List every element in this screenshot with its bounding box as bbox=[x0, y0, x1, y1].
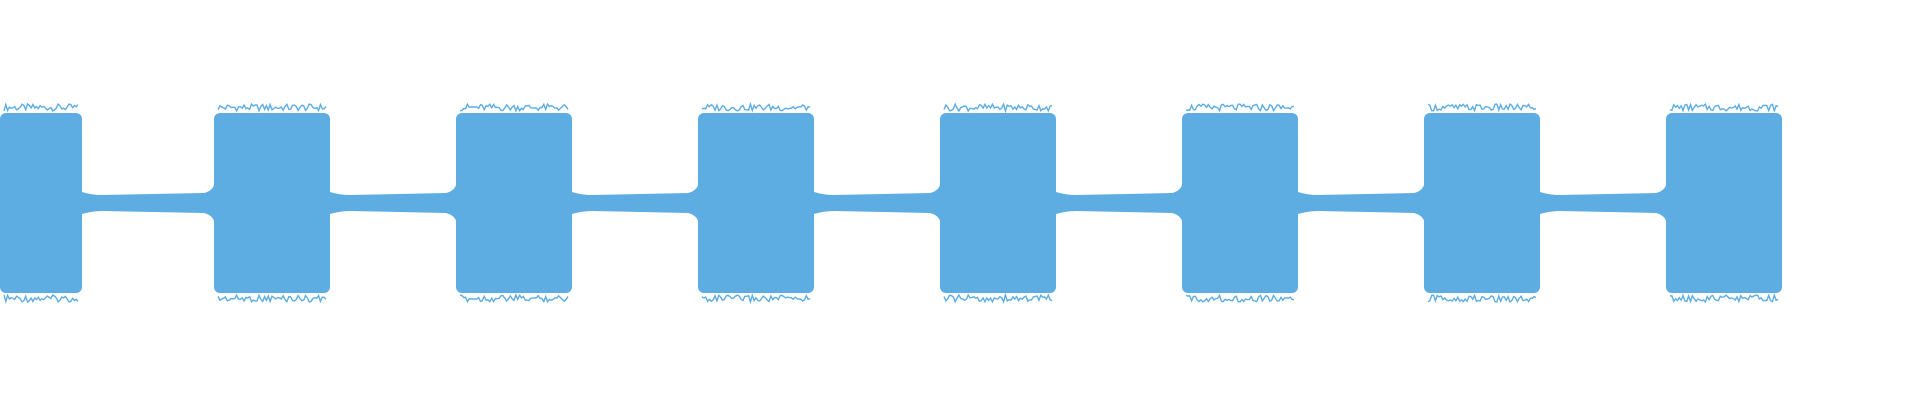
burst-peaks bbox=[459, 293, 569, 304]
burst-peaks bbox=[1185, 103, 1295, 113]
burst-body bbox=[1424, 113, 1540, 293]
burst-body bbox=[1666, 113, 1782, 293]
waveform-burst bbox=[698, 101, 814, 305]
waveform-gap-band bbox=[1540, 185, 1666, 221]
burst-body bbox=[456, 113, 572, 293]
burst-body bbox=[940, 113, 1056, 293]
waveform-burst bbox=[0, 101, 82, 305]
burst-peaks bbox=[217, 293, 327, 304]
burst-peaks bbox=[3, 293, 79, 305]
waveform-gap-band bbox=[572, 185, 698, 221]
waveform-burst bbox=[456, 102, 572, 304]
burst-peaks bbox=[1427, 102, 1537, 113]
burst-peaks bbox=[943, 102, 1053, 114]
burst-body bbox=[214, 113, 330, 293]
waveform-burst bbox=[1666, 102, 1782, 304]
burst-body bbox=[1182, 113, 1298, 293]
waveform-burst bbox=[1182, 103, 1298, 303]
waveform-gap-band bbox=[1056, 185, 1182, 221]
waveform-burst bbox=[214, 102, 330, 304]
waveform-gap-band bbox=[814, 185, 940, 221]
burst-peaks bbox=[217, 102, 327, 113]
burst-peaks bbox=[1185, 293, 1295, 303]
burst-body bbox=[0, 113, 82, 293]
burst-body bbox=[698, 113, 814, 293]
burst-peaks bbox=[1669, 102, 1779, 114]
waveform-gap-band bbox=[1298, 185, 1424, 221]
waveform-gap-band bbox=[330, 185, 456, 221]
burst-peaks bbox=[943, 292, 1053, 304]
burst-peaks bbox=[1669, 292, 1779, 304]
burst-peaks bbox=[701, 293, 811, 305]
waveform-burst bbox=[940, 102, 1056, 304]
burst-peaks bbox=[459, 102, 569, 113]
waveform-gap-band bbox=[82, 185, 214, 221]
burst-peaks bbox=[701, 101, 811, 113]
waveform-burst bbox=[1424, 102, 1540, 304]
burst-peaks bbox=[3, 101, 79, 113]
burst-peaks bbox=[1427, 293, 1537, 304]
